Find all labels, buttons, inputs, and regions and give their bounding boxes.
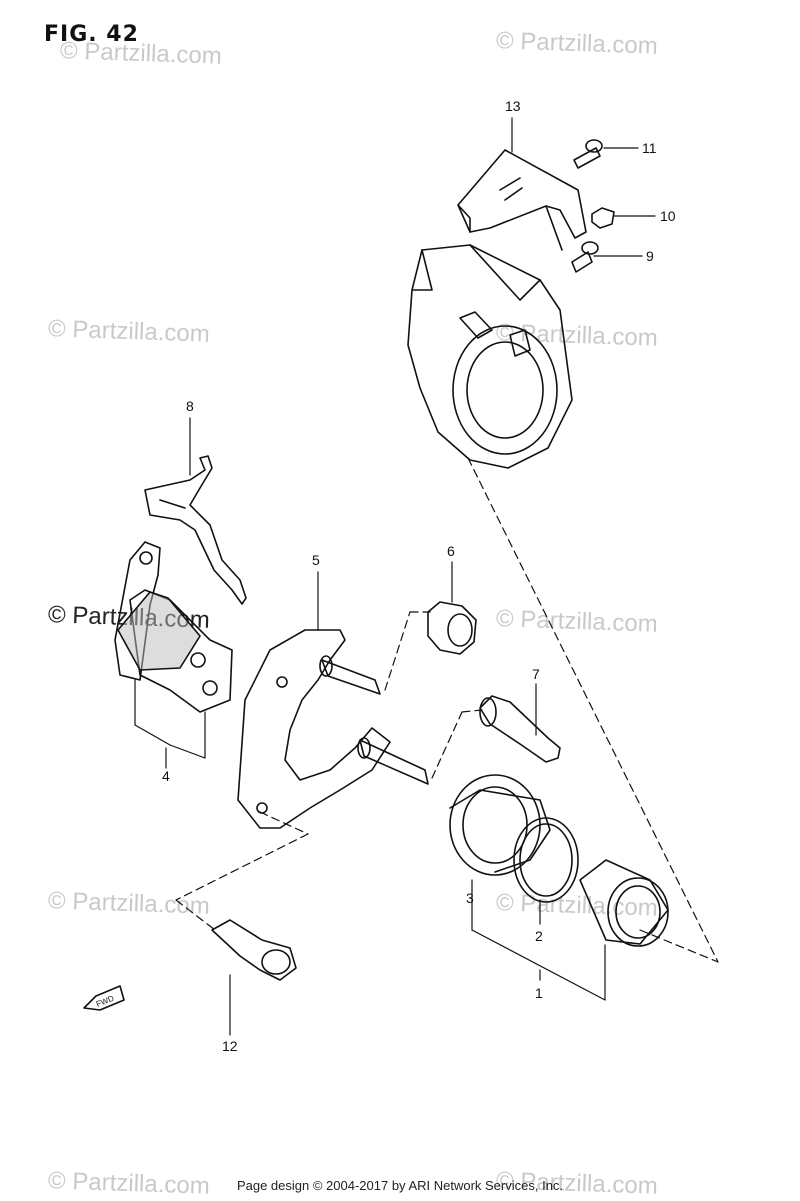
part-11-bolt[interactable] (573, 139, 603, 169)
callout-2[interactable]: 2 (535, 928, 543, 944)
part-9-bolt[interactable] (571, 241, 599, 273)
assembly-lines (175, 457, 719, 963)
callout-12[interactable]: 12 (222, 1038, 238, 1054)
part-7-pin[interactable] (479, 695, 561, 763)
callout-1[interactable]: 1 (535, 985, 543, 1001)
callout-9[interactable]: 9 (646, 248, 654, 264)
part-3-seal[interactable] (449, 774, 551, 876)
fwd-arrow-icon (83, 985, 125, 1011)
figure-title: FIG. 42 (44, 22, 139, 47)
part-10-nut[interactable] (591, 207, 615, 229)
callout-7[interactable]: 7 (532, 666, 540, 682)
callout-6[interactable]: 6 (447, 543, 455, 559)
caliper-body[interactable] (407, 244, 573, 469)
callout-5[interactable]: 5 (312, 552, 320, 568)
callout-8[interactable]: 8 (186, 398, 194, 414)
part-6-boot[interactable] (427, 601, 477, 655)
part-1-piston[interactable] (579, 859, 669, 947)
callout-3[interactable]: 3 (466, 890, 474, 906)
callout-13[interactable]: 13 (505, 98, 521, 114)
leader-lines (134, 117, 656, 1036)
part-2-ring[interactable] (513, 817, 579, 903)
callout-11[interactable]: 11 (642, 140, 657, 156)
callout-10[interactable]: 10 (660, 208, 676, 224)
part-4-brake-pads[interactable] (114, 541, 233, 713)
part-12-bolt[interactable] (211, 919, 297, 981)
part-5-caliper-bracket[interactable] (237, 629, 429, 829)
part-13-bracket[interactable] (457, 149, 587, 251)
footer-copyright: Page design © 2004-2017 by ARI Network S… (236, 1178, 564, 1193)
callout-4[interactable]: 4 (162, 768, 170, 784)
part-8-pad-spring[interactable] (144, 455, 247, 605)
